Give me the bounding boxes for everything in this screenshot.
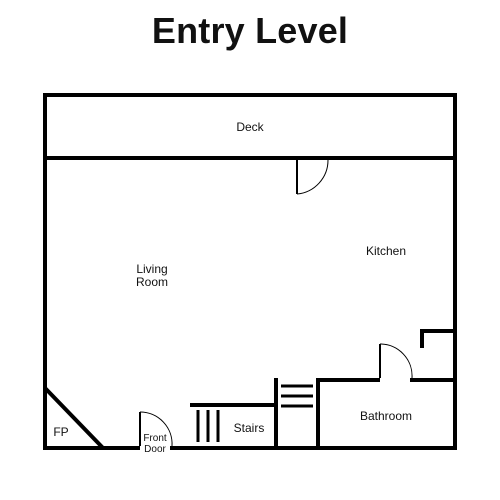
fireplace-wall <box>43 386 105 450</box>
room-label-bathroom: Bathroom <box>360 409 412 423</box>
deck-door-swing <box>296 159 329 195</box>
front-door-swing <box>139 411 173 447</box>
floorplan-title: Entry Level <box>151 10 349 51</box>
room-label-kitchen: Kitchen <box>366 244 406 258</box>
room-label-stairs: Stairs <box>234 421 265 435</box>
label-front-door-1: Front <box>143 433 167 444</box>
bathroom-door-swing <box>379 343 413 379</box>
room-label-living-room-1: Living <box>136 262 167 276</box>
room-label-fireplace: FP <box>53 425 68 439</box>
label-front-door-2: Door <box>144 444 166 455</box>
room-label-living-room-2: Room <box>136 275 168 289</box>
room-label-deck: Deck <box>236 120 264 134</box>
